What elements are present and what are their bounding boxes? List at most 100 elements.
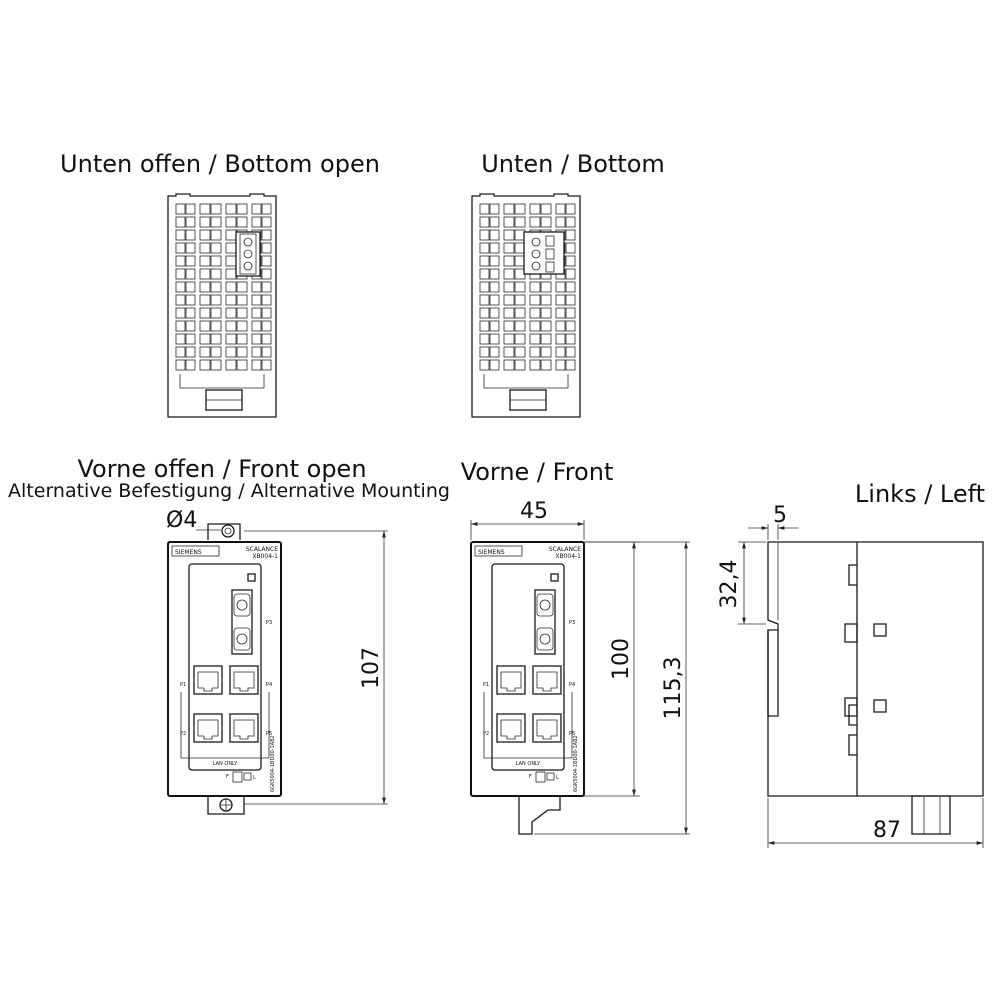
vent-slot: [503, 281, 515, 293]
vent-slot: [489, 359, 500, 371]
rj45-port: [193, 713, 223, 743]
vent-slot: [540, 333, 552, 345]
vent-slot: [529, 346, 541, 358]
vent-slot: [199, 268, 211, 280]
vent-slot: [251, 359, 262, 371]
vent-slot: [261, 281, 272, 293]
vent-slot: [540, 346, 552, 358]
vent-slot: [555, 307, 566, 319]
vent-slot: [261, 359, 272, 371]
vent-slot: [199, 346, 211, 358]
vent-slot: [514, 294, 526, 306]
vent-slot: [540, 294, 552, 306]
model-line2: XB004-1: [555, 553, 581, 560]
vent-slot: [555, 333, 566, 345]
vent-slot: [529, 294, 541, 306]
vent-slot: [185, 216, 196, 228]
vent-slot: [261, 216, 272, 228]
left-view: 5 32,4 87: [717, 503, 984, 848]
vent-slot: [251, 333, 262, 345]
vent-slot: [225, 333, 237, 345]
vent-slot: [236, 216, 248, 228]
vent-slot: [199, 281, 211, 293]
vent-slot: [210, 242, 222, 254]
vent-slot: [199, 294, 211, 306]
vent-slot: [514, 307, 526, 319]
vent-slot: [503, 268, 515, 280]
led-label-f: F: [529, 774, 532, 780]
bottom-view: [471, 193, 581, 418]
vent-slot: [565, 203, 576, 215]
vent-slot: [503, 359, 515, 371]
vent-slot: [210, 255, 222, 267]
front-total-height-dim: 115,3: [661, 657, 686, 720]
vent-slot: [489, 255, 500, 267]
vent-slot: [185, 268, 196, 280]
vent-slot: [185, 255, 196, 267]
vent-slot: [479, 346, 490, 358]
vent-slot: [175, 203, 186, 215]
vent-slot: [210, 203, 222, 215]
vent-slot: [540, 307, 552, 319]
port-label-p1: P1: [180, 682, 186, 688]
vent-slot: [565, 333, 576, 345]
front-open-view: Ø4 SIEMENS SCALANCE XB004-1 P3 P4 P5 P1 …: [166, 508, 388, 815]
rj45-port: [229, 665, 259, 695]
vent-slot: [479, 359, 490, 371]
front-open-device-face: SIEMENS SCALANCE XB004-1 P3 P4 P5 P1 P2 …: [167, 541, 282, 797]
vent-slot: [236, 281, 248, 293]
vent-slot: [514, 320, 526, 332]
vent-slot: [185, 229, 196, 241]
vent-slot: [479, 229, 490, 241]
vent-slot: [251, 216, 262, 228]
left-side-dim: 32,4: [717, 560, 742, 609]
vent-slot: [225, 320, 237, 332]
vent-slot: [251, 307, 262, 319]
vent-slot: [489, 229, 500, 241]
port-label-p1: P1: [483, 682, 489, 688]
vent-slot: [565, 346, 576, 358]
vent-slot: [479, 307, 490, 319]
vent-slot: [185, 359, 196, 371]
vent-slot: [529, 216, 541, 228]
vent-slot: [565, 307, 576, 319]
vent-slot: [175, 268, 186, 280]
vent-slot: [503, 294, 515, 306]
vent-slot: [489, 320, 500, 332]
rj45-port: [496, 665, 526, 695]
vent-slot: [261, 294, 272, 306]
vent-slot: [529, 359, 541, 371]
vent-slot: [565, 242, 576, 254]
vent-slot: [555, 281, 566, 293]
lan-only-label: LAN ONLY: [516, 761, 541, 767]
vent-slot: [479, 203, 490, 215]
vent-slot: [529, 203, 541, 215]
vent-slot: [175, 359, 186, 371]
vent-slot: [479, 242, 490, 254]
rj45-port: [532, 665, 562, 695]
vent-slot: [540, 359, 552, 371]
front-open-subtitle: Alternative Befestigung / Alternative Mo…: [8, 480, 450, 502]
vent-slot: [185, 203, 196, 215]
vent-slot: [251, 203, 262, 215]
front-height-dim: 100: [609, 638, 634, 680]
vent-slot: [225, 268, 237, 280]
vent-slot: [479, 216, 490, 228]
vent-slot: [514, 346, 526, 358]
vent-slot: [236, 346, 248, 358]
vent-slot: [225, 229, 237, 241]
vent-slot: [529, 333, 541, 345]
vent-slot: [261, 268, 272, 280]
left-title: Links / Left: [855, 480, 985, 508]
vent-slot: [210, 320, 222, 332]
vent-slot: [503, 203, 515, 215]
vent-slot: [236, 359, 248, 371]
vent-slot: [514, 359, 526, 371]
vent-slot: [261, 320, 272, 332]
vent-slot: [236, 333, 248, 345]
vent-slot: [251, 320, 262, 332]
vent-slot: [175, 281, 186, 293]
vent-slot: [236, 307, 248, 319]
vent-slot: [210, 268, 222, 280]
vent-slot: [175, 320, 186, 332]
